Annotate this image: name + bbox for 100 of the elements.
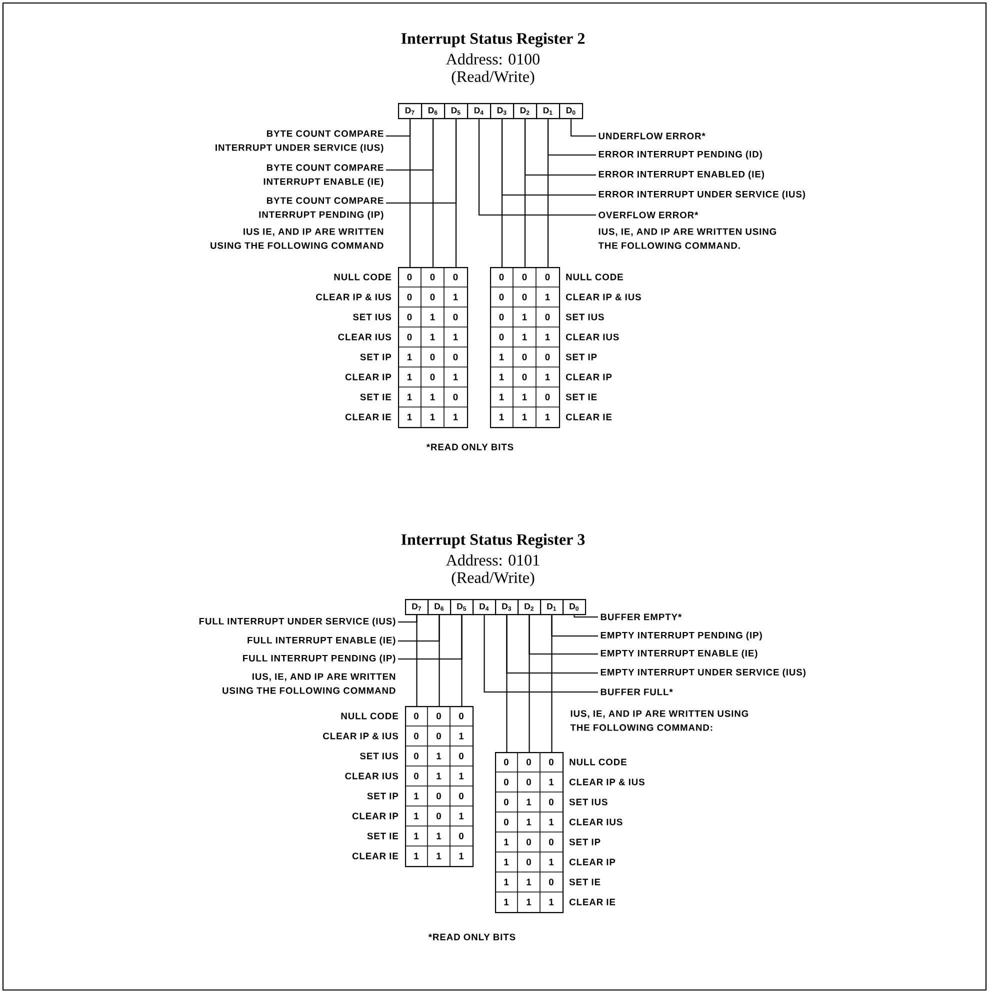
bit-value: 0 [453, 314, 458, 320]
bit-value: 1 [549, 898, 554, 906]
bit-line [456, 119, 457, 267]
command-label: CLEAR IP [569, 858, 616, 866]
bit-value: 0 [526, 858, 531, 866]
leader-line [574, 615, 598, 618]
bit-value: 1 [526, 798, 532, 806]
bit-value: 1 [546, 294, 550, 300]
address-text: Address: 0100 [446, 53, 540, 65]
field-label: BYTE COUNT COMPARE INTERRUPT PENDING (IP) [259, 197, 384, 220]
field-label: FULL INTERRUPT UNDER SERVICE (IUS) [199, 618, 396, 626]
command-label: NULL CODE [334, 274, 392, 280]
bit-value: 1 [526, 898, 532, 906]
bit-value: 1 [436, 772, 442, 780]
bit-value: 0 [522, 374, 527, 380]
bit-value: 1 [414, 852, 419, 860]
bit-cell: D$_{2}$ [518, 599, 542, 616]
bit-cell: D$_{4}$ [472, 599, 496, 616]
bit-value: 0 [545, 354, 550, 360]
bit-value: 0 [504, 798, 508, 806]
command-label: CLEAR IP [566, 374, 612, 380]
bit-value: 0 [430, 294, 435, 300]
bit-value: 0 [453, 394, 458, 400]
bit-value: 0 [504, 758, 508, 766]
bit-line [502, 119, 503, 267]
bit-cell: D$_{6}$ [421, 103, 446, 120]
bit-value: 1 [526, 878, 532, 886]
bit-value: 1 [408, 414, 412, 420]
bit-value: 0 [407, 294, 412, 300]
leader-line [570, 119, 596, 137]
bit-value: 0 [526, 838, 531, 846]
bit-cell: D$_{5}$ [450, 599, 474, 616]
bit-value: 0 [526, 758, 531, 766]
bit-value: 1 [522, 314, 527, 320]
bit-line [528, 615, 530, 752]
bit-line [548, 119, 549, 267]
bit-value: 1 [430, 394, 435, 400]
command-label: CLEAR IP & IUS [323, 732, 398, 740]
bit-value: 0 [453, 274, 458, 280]
bit-value: 0 [430, 274, 435, 280]
bit-value: 1 [549, 858, 554, 866]
leader-line [484, 615, 598, 693]
command-label: CLEAR IUS [338, 334, 392, 340]
bit-value: 0 [499, 274, 504, 280]
bit-value: 1 [459, 812, 464, 820]
command-label: SET IUS [353, 314, 392, 320]
bit-line [506, 615, 508, 752]
field-label: UNDERFLOW ERROR* [598, 132, 706, 140]
bit-value: 0 [549, 838, 554, 846]
bit-value: 0 [459, 832, 464, 840]
address-text: Address: 0101 [446, 554, 540, 566]
bit-value: 1 [504, 898, 509, 906]
command-label: CLEAR IUS [345, 772, 398, 780]
bit-cell: D$_{2}$ [513, 103, 538, 120]
field-label: EMPTY INTERRUPT UNDER SERVICE (IUS) [600, 668, 806, 678]
command-label: SET IUS [360, 752, 398, 760]
bit-value: 1 [414, 812, 419, 820]
footnote: *READ ONLY BITS [426, 444, 514, 450]
bit-value: 1 [522, 394, 527, 400]
bit-value: 0 [430, 354, 435, 360]
bit-value: 1 [546, 374, 550, 380]
bit-value: 0 [453, 354, 458, 360]
field-label: FULL INTERRUPT PENDING (IP) [243, 654, 396, 664]
bit-value: 1 [504, 878, 509, 886]
bit-value: 1 [430, 314, 435, 320]
command-label: SET IE [360, 394, 392, 400]
bit-value: 0 [459, 712, 464, 720]
bit-cell: D$_{4}$ [467, 103, 492, 120]
bit-value: 1 [408, 394, 412, 400]
bit-value: 1 [408, 374, 412, 380]
bit-value: 0 [414, 752, 418, 760]
bit-value: 1 [522, 334, 527, 340]
bit-line [524, 119, 526, 267]
bit-value: 0 [545, 274, 550, 280]
note-text: IUS IE, AND IP ARE WRITTEN USING THE FOLLOWING COMMAND [210, 228, 384, 249]
bit-value: 1 [454, 294, 458, 300]
bit-value: 1 [436, 752, 442, 760]
command-label: CLEAR IE [352, 852, 398, 860]
bit-value: 0 [414, 712, 418, 720]
bit-value: 1 [430, 334, 435, 340]
command-label: CLEAR IP [352, 812, 398, 820]
bit-value: 1 [504, 858, 509, 866]
bit-value: 0 [407, 314, 412, 320]
note-text: IUS, IE, AND IP ARE WRITTEN USING THE FOLLOWING COMMAND: [570, 710, 748, 731]
command-label: NULL CODE [341, 712, 398, 720]
bit-value: 1 [430, 414, 435, 420]
bit-value: 1 [549, 778, 554, 786]
bit-value: 1 [454, 334, 458, 340]
command-label: CLEAR IP & IUS [316, 294, 392, 300]
bit-value: 1 [454, 414, 458, 420]
bit-value: 0 [436, 732, 441, 740]
register-title: Interrupt Status Register 2 [401, 32, 585, 48]
command-label: SET IP [569, 838, 600, 846]
bit-value: 1 [436, 832, 442, 840]
bit-cell: D$_{0}$ [562, 599, 586, 616]
command-label: SET IP [360, 354, 392, 360]
field-label: BUFFER EMPTY* [600, 614, 682, 620]
bit-value: 1 [436, 852, 442, 860]
command-label: SET IUS [569, 798, 608, 806]
command-label: NULL CODE [566, 274, 623, 280]
